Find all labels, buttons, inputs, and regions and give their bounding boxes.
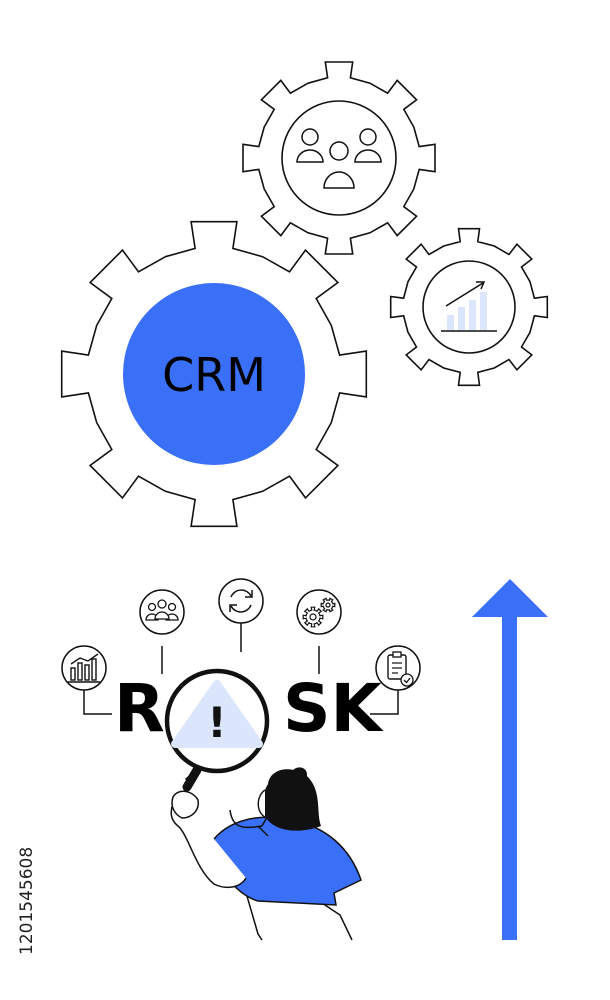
settings-gears-icon bbox=[296, 589, 342, 635]
stock-id-text: 1201545608 bbox=[17, 847, 37, 955]
people-group-icon bbox=[296, 128, 382, 189]
growth-gear bbox=[389, 227, 549, 387]
risk-letters-sk: SK bbox=[283, 670, 385, 747]
growth-chart-icon bbox=[441, 281, 497, 332]
woman-shirt bbox=[207, 816, 362, 906]
crm-label: CRM bbox=[162, 348, 266, 402]
clipboard-check-icon bbox=[375, 645, 421, 691]
warning-icon: ! bbox=[171, 680, 263, 748]
team-gear bbox=[242, 61, 436, 255]
woman-hair bbox=[262, 769, 321, 831]
risk-connectors bbox=[83, 623, 399, 715]
up-arrow-icon bbox=[472, 579, 548, 940]
magnifier-icon: ! bbox=[164, 668, 270, 792]
risk-letter-r: R bbox=[114, 670, 165, 747]
stock-id-watermark: 1201545608 bbox=[17, 847, 37, 955]
warning-mark: ! bbox=[207, 698, 226, 747]
crm-disc bbox=[123, 283, 305, 465]
refresh-icon bbox=[218, 578, 264, 624]
bar-chart-icon bbox=[61, 645, 107, 691]
team-icon bbox=[139, 589, 185, 635]
woman-figure bbox=[170, 767, 362, 941]
crm-gear: CRM bbox=[60, 220, 368, 528]
